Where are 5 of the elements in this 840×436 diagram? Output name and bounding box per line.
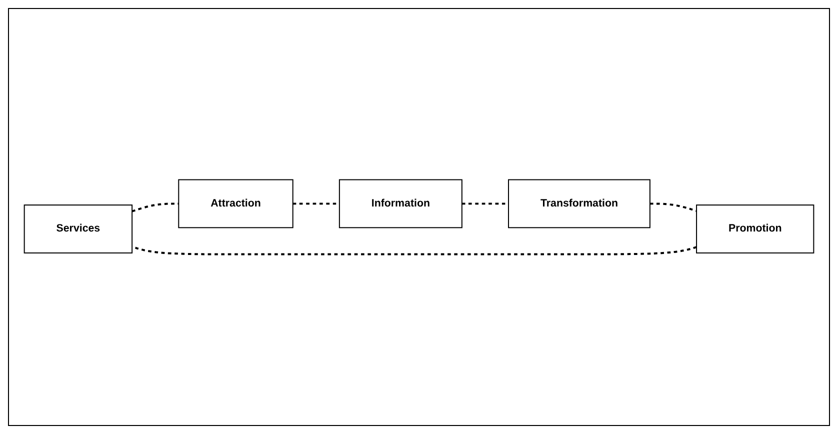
node-box: Promotion — [696, 204, 814, 254]
node-box: Information — [338, 179, 462, 228]
node-box: Transformation — [508, 179, 650, 228]
node-box: Attraction — [178, 179, 294, 228]
node-box: Services — [24, 204, 133, 254]
